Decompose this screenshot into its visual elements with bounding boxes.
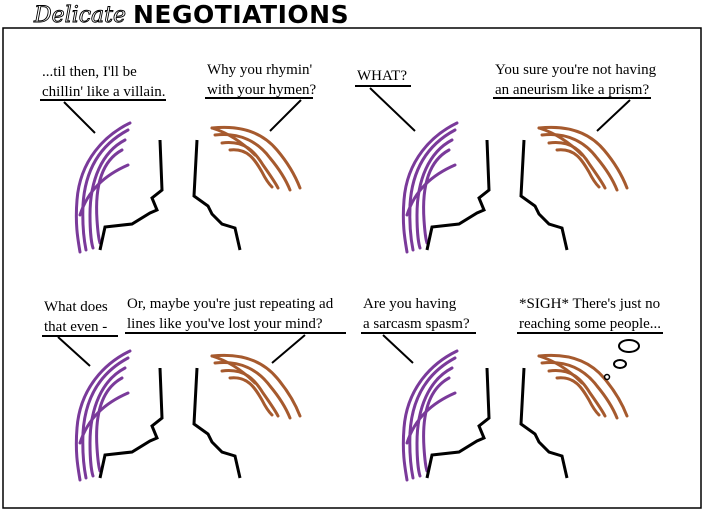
- panel-4-characters: [401, 349, 629, 482]
- thought-bubble: [613, 359, 627, 369]
- panel-3-left-speech: What does that even -: [42, 299, 118, 367]
- speech-line: WHAT?: [357, 68, 407, 84]
- panel-1-left-speech: ...til then, I'll be chillin' like a vil…: [40, 64, 166, 134]
- speech-line: Or, maybe you're just repeating ad: [127, 296, 334, 312]
- speech-line: with your hymen?: [207, 82, 316, 98]
- thought-bubble: [618, 339, 640, 353]
- panel-2-left-speech: WHAT?: [355, 68, 416, 132]
- panel-2-characters: [401, 121, 629, 254]
- speech-line: that even -: [44, 319, 107, 335]
- speech-line: You sure you're not having: [495, 62, 657, 78]
- speech-line: lines like you've lost your mind?: [127, 316, 323, 332]
- panel-4-left-speech: Are you having a sarcasm spasm?: [361, 296, 476, 364]
- speech-line: What does: [44, 299, 108, 315]
- speech-line: Why you rhymin': [207, 62, 312, 78]
- comic-frame: [2, 27, 702, 509]
- panel-1-right-speech: Why you rhymin' with your hymen?: [205, 62, 316, 132]
- title-script: Delicate: [33, 3, 126, 28]
- panel-2-right-speech: You sure you're not having an aneurism l…: [493, 62, 657, 132]
- speech-line: ...til then, I'll be: [42, 64, 137, 80]
- speech-line: an aneurism like a prism?: [495, 82, 649, 98]
- panel-3-characters: [74, 349, 302, 482]
- thought-bubble: [603, 373, 611, 381]
- title-bold: NEGOTIATIONS: [133, 0, 349, 29]
- speech-line: Are you having: [363, 296, 457, 312]
- panel-4-right-thought: *SIGH* There's just no reaching some peo…: [517, 296, 663, 381]
- speech-line: chillin' like a villain.: [42, 84, 166, 100]
- panel-3-right-speech: Or, maybe you're just repeating ad lines…: [125, 296, 346, 364]
- speech-line: a sarcasm spasm?: [363, 316, 470, 332]
- speech-line: reaching some people...: [519, 316, 661, 332]
- panel-1-characters: [74, 121, 302, 254]
- speech-line: *SIGH* There's just no: [519, 296, 660, 312]
